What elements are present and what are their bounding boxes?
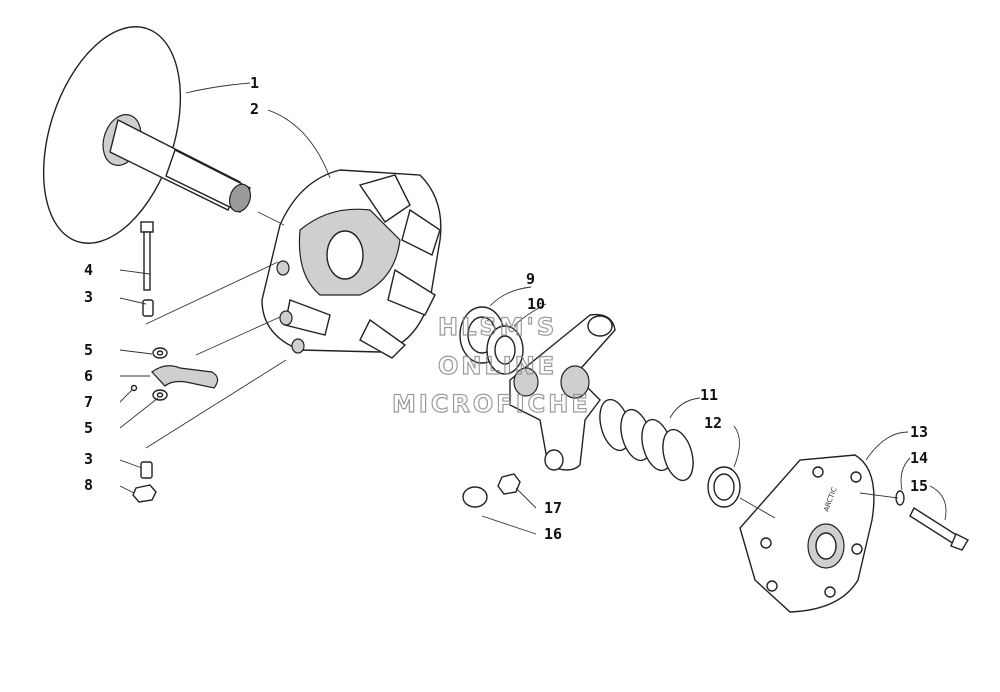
callout-3-upper: 3 [84, 288, 93, 306]
part-12-bushing-ring[interactable] [707, 466, 741, 508]
callout-10: 10 [527, 295, 545, 313]
part-13-cover-plate[interactable]: ARCTIC [739, 454, 875, 613]
part-5-washer-upper[interactable] [152, 347, 168, 359]
part-10-spring-cup[interactable] [486, 325, 524, 375]
part-16-cap[interactable] [462, 486, 488, 508]
callout-labels: 1 2 3 4 5 6 7 5 3 8 9 10 11 12 13 14 15 … [84, 74, 928, 543]
part-6-weight-arm[interactable] [151, 365, 219, 389]
watermark-line-1: HLSM'S [438, 313, 557, 341]
part-3-spacer-lower[interactable] [140, 461, 153, 479]
watermark-line-3: MICROFICHE [392, 390, 591, 418]
part-15-screw[interactable] [909, 506, 969, 551]
callout-6: 6 [84, 367, 93, 385]
part-1-fixed-sheave[interactable] [18, 9, 253, 260]
callout-17: 17 [544, 499, 562, 517]
leader-lines [119, 82, 947, 535]
callout-13: 13 [910, 423, 928, 441]
callout-2: 2 [250, 100, 259, 118]
part-4-bolt[interactable] [140, 221, 154, 291]
part-8-nut[interactable] [132, 484, 157, 503]
callout-5-lower: 5 [84, 419, 93, 437]
callout-1: 1 [250, 74, 259, 92]
callout-8: 8 [84, 476, 93, 494]
watermark-line-2: ONLINE [438, 352, 557, 380]
callout-14: 14 [910, 449, 928, 467]
callout-4: 4 [84, 261, 93, 279]
callout-16: 16 [544, 525, 562, 543]
watermark: HLSM'S ONLINE MICROFICHE [391, 312, 591, 418]
part-5-washer-lower[interactable] [152, 389, 168, 401]
callout-11: 11 [700, 386, 718, 404]
part-2-movable-sheave-housing[interactable] [261, 169, 442, 359]
part-7-pin[interactable] [130, 384, 138, 392]
callout-15: 15 [910, 477, 928, 495]
callout-3-lower: 3 [84, 450, 93, 468]
part-3-spacer-upper[interactable] [142, 299, 154, 317]
callout-12: 12 [704, 414, 722, 432]
callout-5-upper: 5 [84, 341, 93, 359]
spider-assembly[interactable] [509, 313, 616, 471]
part-17-nut[interactable] [497, 473, 521, 495]
part-11-spring[interactable] [595, 396, 699, 483]
callout-7: 7 [84, 393, 93, 411]
callout-9: 9 [526, 270, 535, 288]
